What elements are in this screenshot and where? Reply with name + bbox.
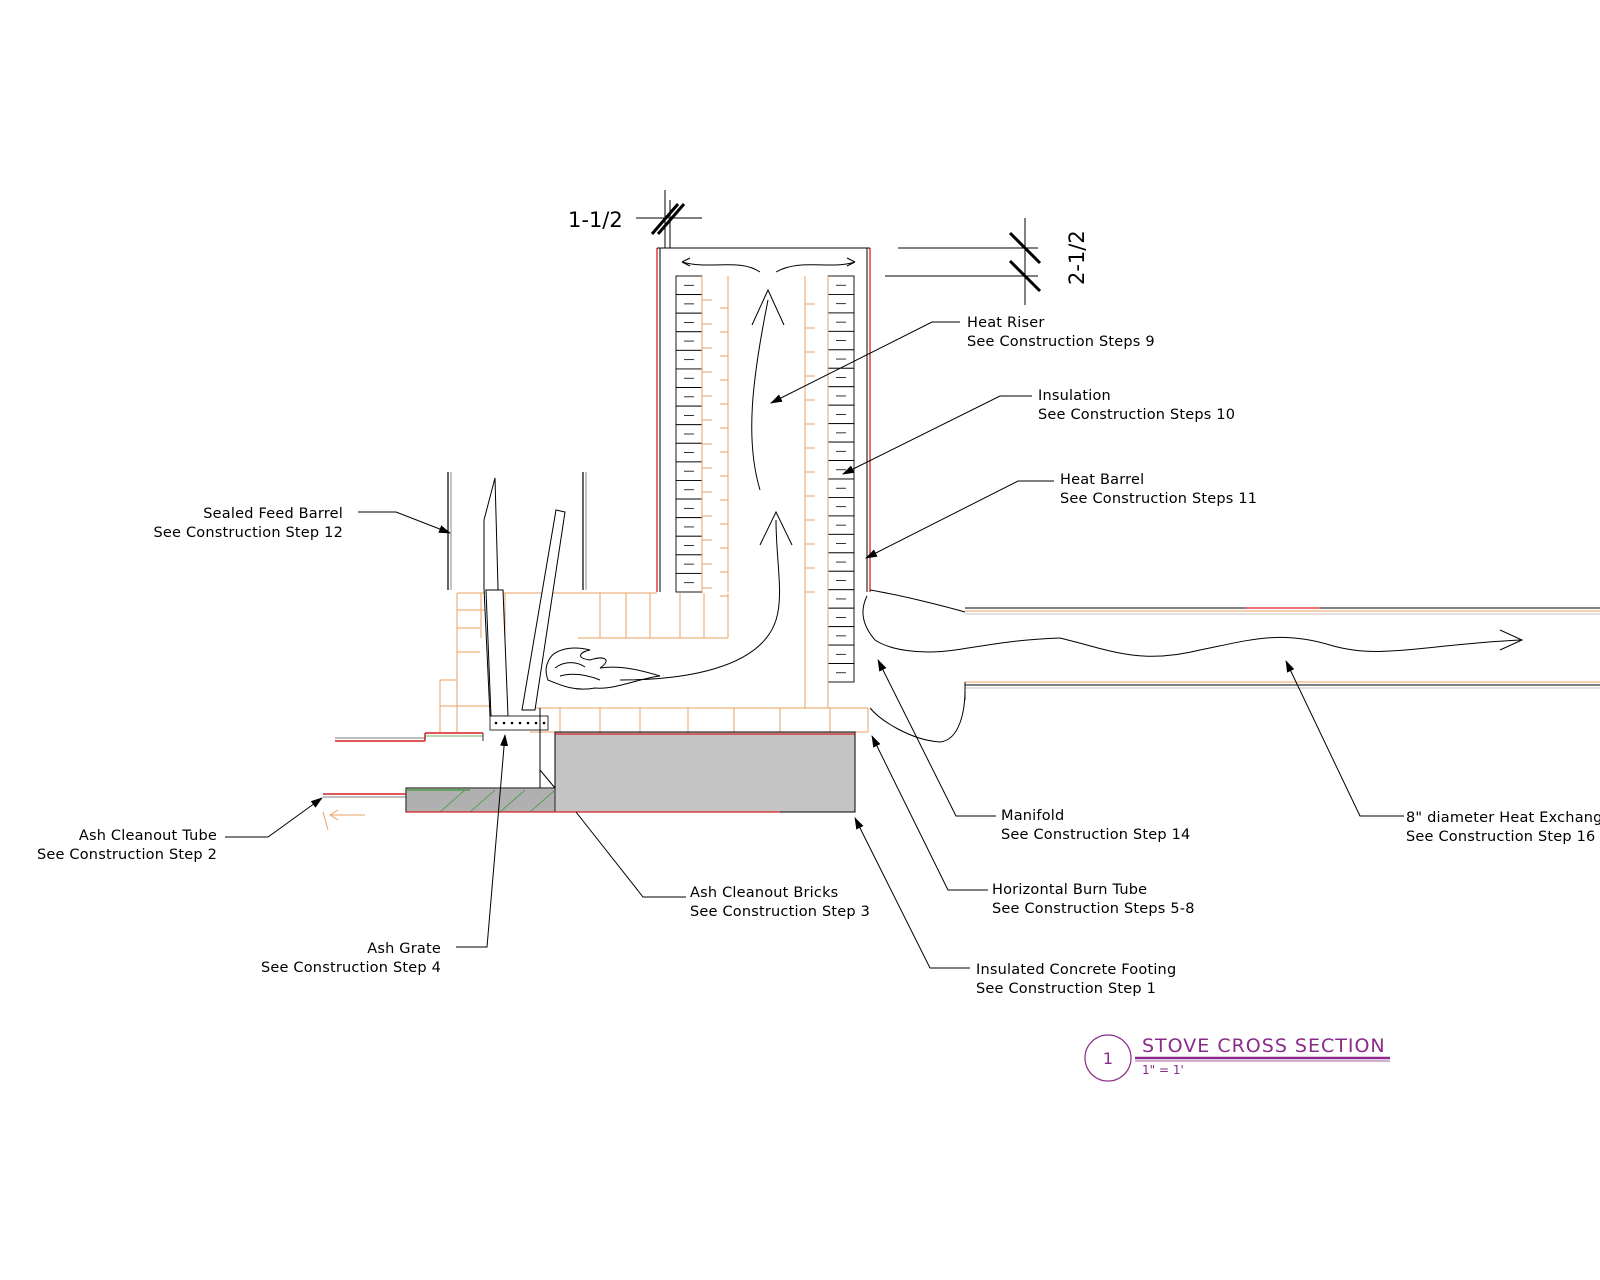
- label-heat-riser: Heat Riser See Construction Steps 9: [967, 315, 1155, 350]
- grate-hole: [502, 721, 506, 725]
- grate-hole: [494, 721, 498, 725]
- dimension-label-top-right: 2-1/2: [1065, 230, 1089, 285]
- label-insulated-concrete-footing: Insulated Concrete Footing See Construct…: [976, 962, 1176, 997]
- heat-exchanger-title: 8" diameter Heat Exchanger: [1406, 810, 1600, 826]
- heat-exchanger-pipe: [964, 607, 1600, 700]
- ash-cleanout-tube-title: Ash Cleanout Tube: [79, 828, 217, 844]
- label-heat-exchanger: 8" diameter Heat Exchanger See Construct…: [1406, 810, 1600, 845]
- label-heat-barrel: Heat Barrel See Construction Steps 11: [1060, 472, 1257, 507]
- exhaust-flow-arrow: [1059, 629, 1524, 657]
- sealed-feed-barrel-ref: See Construction Step 12: [154, 525, 343, 541]
- grate-hole: [542, 721, 546, 725]
- drawing-title: STOVE CROSS SECTION: [1142, 1035, 1386, 1057]
- label-manifold: Manifold See Construction Step 14: [1001, 808, 1190, 843]
- manifold-title: Manifold: [1001, 808, 1064, 824]
- dimension-label-top-left: 1-1/2: [568, 208, 623, 232]
- grate-hole: [534, 721, 538, 725]
- flame-symbol: [545, 647, 661, 690]
- label-sealed-feed-barrel: Sealed Feed Barrel See Construction Step…: [154, 506, 343, 541]
- heat-exchanger-ref: See Construction Step 16: [1406, 829, 1595, 845]
- heat-riser-title: Heat Riser: [967, 315, 1045, 331]
- insulated-concrete-footing-ref: See Construction Step 1: [976, 981, 1156, 997]
- manifold: [862, 589, 1061, 743]
- dimension-top-left: 1-1/2: [568, 190, 702, 248]
- sealed-feed-barrel: [447, 472, 587, 590]
- heat-barrel-title: Heat Barrel: [1060, 472, 1144, 488]
- top-flow-arrows: [681, 257, 856, 273]
- label-ash-cleanout-bricks: Ash Cleanout Bricks See Construction Ste…: [690, 885, 870, 920]
- title-block: 1 STOVE CROSS SECTION 1" = 1': [1084, 1034, 1390, 1082]
- ash-cleanout-bricks-ref: See Construction Step 3: [690, 904, 870, 920]
- detail-number-circle: [1084, 1034, 1132, 1082]
- fuel-sticks: [483, 477, 566, 717]
- ash-cleanout-bricks: [405, 708, 856, 813]
- heat-riser: [701, 276, 829, 708]
- heat-barrel-ref: See Construction Steps 11: [1060, 491, 1257, 507]
- label-ash-grate: Ash Grate See Construction Step 4: [261, 941, 441, 976]
- label-horizontal-burn-tube: Horizontal Burn Tube See Construction St…: [992, 882, 1195, 917]
- ash-cleanout-bricks-title: Ash Cleanout Bricks: [690, 885, 838, 901]
- ash-grate-title: Ash Grate: [367, 941, 441, 957]
- insulation-ref: See Construction Steps 10: [1038, 407, 1235, 423]
- insulation-title: Insulation: [1038, 388, 1111, 404]
- ash-grate: [489, 715, 549, 731]
- manifold-ref: See Construction Step 14: [1001, 827, 1190, 843]
- ash-grate-ref: See Construction Step 4: [261, 960, 441, 976]
- leader-lines: [225, 321, 1404, 969]
- grate-hole: [518, 721, 522, 725]
- detail-number: 1: [1103, 1049, 1113, 1068]
- grate-hole: [526, 721, 530, 725]
- insulation-column-right: [827, 275, 855, 683]
- horizontal-burn-tube-title: Horizontal Burn Tube: [992, 882, 1147, 898]
- ash-cleanout-tube-ref: See Construction Step 2: [37, 847, 217, 863]
- riser-flow-arrows: [619, 288, 793, 681]
- sealed-feed-barrel-title: Sealed Feed Barrel: [203, 506, 343, 522]
- grate-hole: [510, 721, 514, 725]
- label-insulation: Insulation See Construction Steps 10: [1038, 388, 1235, 423]
- dimension-top-right: 2-1/2: [885, 218, 1089, 305]
- label-ash-cleanout-tube: Ash Cleanout Tube See Construction Step …: [37, 828, 217, 863]
- ash-cleanout-tube: [322, 732, 484, 831]
- horizontal-burn-tube-ref: See Construction Steps 5-8: [992, 901, 1195, 917]
- insulated-concrete-footing-title: Insulated Concrete Footing: [976, 962, 1176, 978]
- heat-riser-ref: See Construction Steps 9: [967, 334, 1155, 350]
- insulation-column-left: [675, 275, 703, 593]
- drawing-scale: 1" = 1': [1142, 1063, 1184, 1077]
- heat-barrel: [656, 247, 871, 592]
